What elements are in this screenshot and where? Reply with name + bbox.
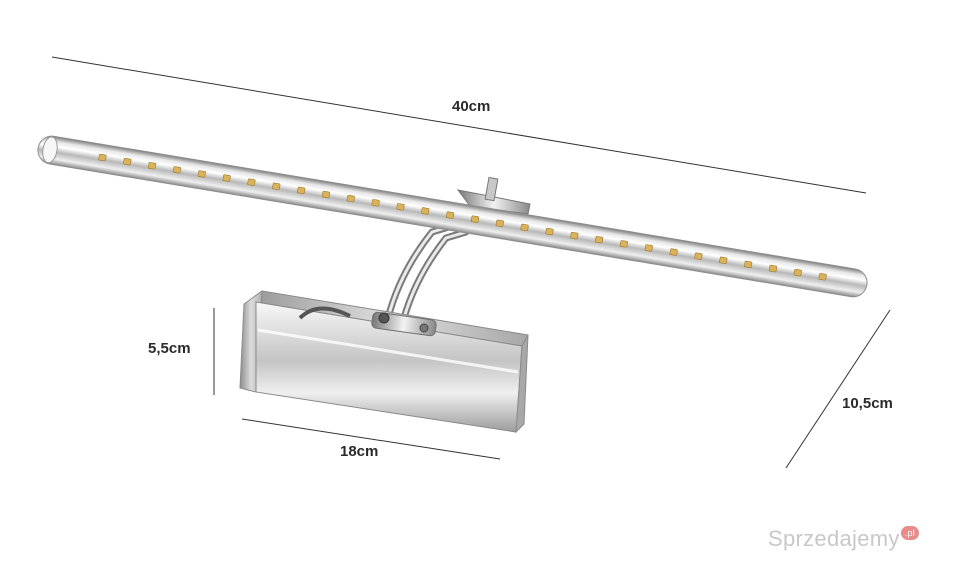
dimension-line-length	[51, 56, 867, 194]
led-chip	[297, 186, 306, 195]
led-chip	[619, 240, 629, 248]
led-chip	[446, 211, 455, 219]
lamp-base	[239, 289, 529, 434]
led-chip	[470, 215, 480, 223]
led-chip	[172, 166, 182, 174]
base-width-label: 18cm	[340, 443, 379, 460]
led-chip	[421, 207, 430, 215]
led-chip	[818, 273, 827, 281]
led-chip	[123, 157, 132, 166]
watermark-logo: Sprzedajemy.pl	[768, 526, 920, 552]
watermark-tld: .pl	[900, 526, 920, 540]
watermark-text: Sprzedajemy	[768, 526, 900, 551]
led-chip	[594, 236, 604, 244]
led-chip	[197, 170, 206, 178]
led-chip	[495, 219, 504, 228]
dimension-line-depth	[785, 309, 891, 469]
led-strip	[98, 153, 827, 281]
led-chip	[346, 194, 355, 203]
led-chip	[644, 244, 653, 252]
base-height-label: 5,5cm	[148, 340, 191, 357]
led-chip	[744, 260, 753, 269]
length-label: 40cm	[452, 98, 491, 115]
led-chip	[98, 153, 107, 162]
led-chip	[222, 174, 231, 182]
led-chip	[793, 268, 802, 277]
led-chip	[396, 203, 405, 211]
led-chip	[570, 231, 579, 240]
led-chip	[272, 182, 281, 190]
led-chip	[520, 223, 529, 232]
led-chip	[147, 162, 157, 170]
dimension-line-base-width	[241, 418, 501, 460]
led-tube	[37, 135, 868, 298]
lamp-arm	[384, 176, 531, 322]
led-chip	[545, 227, 554, 236]
led-chip	[247, 178, 256, 186]
led-chip	[694, 252, 703, 260]
depth-label: 10,5cm	[842, 395, 893, 412]
led-chip	[669, 248, 678, 256]
led-chip	[371, 199, 380, 207]
led-chip	[321, 190, 331, 199]
led-chip	[719, 256, 728, 264]
led-chip	[768, 264, 778, 273]
